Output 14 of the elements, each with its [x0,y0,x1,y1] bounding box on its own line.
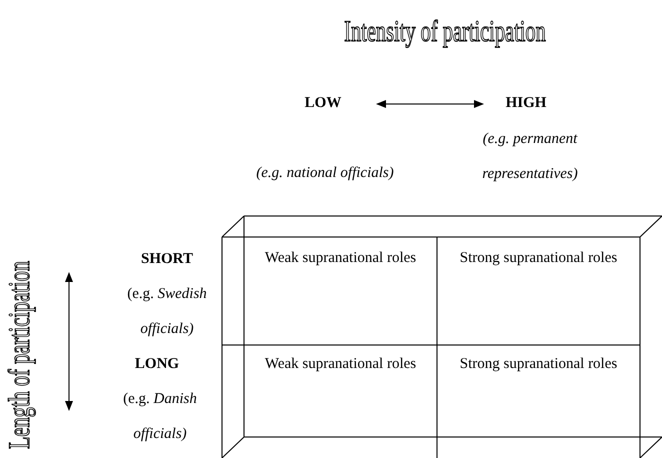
scale-label: LOW [304,94,342,113]
table-cell: Weak supranational roles [244,345,437,437]
axis-title: Length of participation [3,260,37,450]
scale-label: LONG [134,355,180,374]
scale-label: SHORT [140,250,194,269]
example-note: (e.g. Danish officials) [122,390,198,444]
example-note: (e.g. permanent representatives) [481,130,579,184]
example-note: (e.g. national officials) [255,164,395,183]
table-cell: Strong supranational roles [437,237,640,345]
scale-label: HIGH [504,94,548,113]
table-cell: Strong supranational roles [437,345,640,437]
example-note: (e.g. Swedish officials) [126,285,208,339]
table-cell: Weak supranational roles [244,237,437,345]
title: Intensity of participation [344,15,546,49]
